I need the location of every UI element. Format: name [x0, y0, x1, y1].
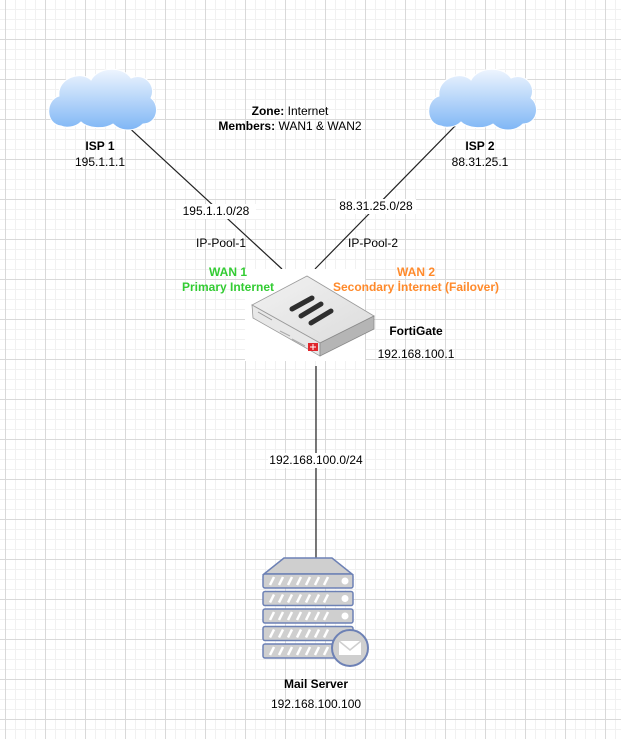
mail-server-name: Mail Server — [283, 677, 349, 691]
zone-info-line: Zone: Internet — [200, 104, 380, 119]
wan1-title: WAN 1 — [208, 265, 247, 279]
ip-pool-1-label: IP-Pool-1 — [195, 236, 247, 250]
mail-server-ip: 192.168.100.100 — [270, 697, 362, 711]
zone-label: Zone: — [251, 104, 285, 118]
members-value: WAN1 & WAN2 — [278, 119, 362, 133]
fortigate-ip: 192.168.100.1 — [377, 347, 455, 361]
wan2-title: WAN 2 — [396, 265, 435, 279]
server-rack-unit — [262, 643, 354, 659]
fortigate-firewall-icon[interactable] — [245, 269, 375, 361]
server-rack-unit — [262, 573, 354, 589]
isp2-cloud-icon[interactable] — [428, 68, 538, 131]
envelope-icon — [331, 629, 369, 667]
isp1-ip: 195.1.1.1 — [74, 155, 126, 169]
fortinet-logo-icon — [308, 343, 318, 351]
link-isp1-fortigate[interactable] — [123, 122, 283, 270]
server-rack-unit — [262, 608, 354, 624]
zone-value: Internet — [287, 104, 329, 118]
isp2-name: ISP 2 — [465, 139, 495, 153]
wan1-role: Primary Internet — [181, 280, 275, 294]
isp2-link-subnet: 88.31.25.0/28 — [336, 199, 416, 214]
isp2-ip: 88.31.25.1 — [451, 155, 509, 169]
isp1-name: ISP 1 — [85, 139, 115, 153]
zone-members-line: Members: WAN1 & WAN2 — [200, 119, 380, 134]
server-rack-unit — [262, 590, 354, 607]
mail-server-icon[interactable] — [261, 557, 369, 667]
members-label: Members: — [218, 119, 276, 133]
wan2-role: Secondary İnternet (Failover) — [332, 280, 500, 294]
lan-subnet-label: 192.168.100.0/24 — [268, 453, 364, 468]
fortigate-name: FortiGate — [389, 324, 443, 338]
ip-pool-2-label: IP-Pool-2 — [347, 236, 399, 250]
isp1-link-subnet: 195.1.1.0/28 — [176, 204, 256, 219]
isp1-cloud-icon[interactable] — [48, 68, 158, 131]
link-isp2-fortigate[interactable] — [314, 124, 457, 270]
